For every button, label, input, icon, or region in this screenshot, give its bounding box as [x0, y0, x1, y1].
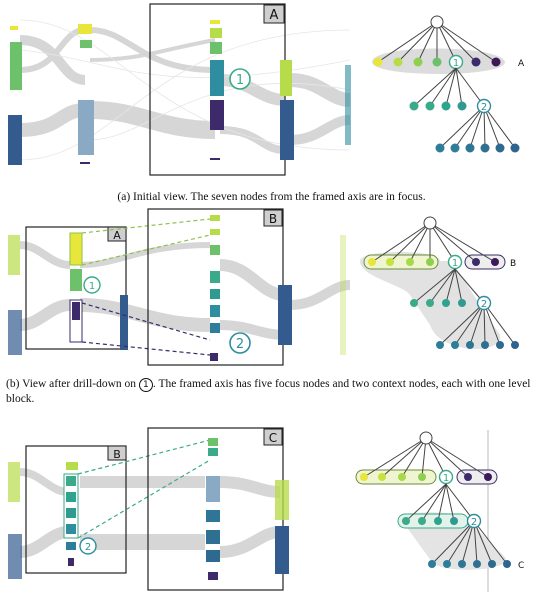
marker-one-b[interactable] [83, 276, 101, 294]
tree-c-label: C [518, 561, 524, 571]
svg-text:1: 1 [453, 58, 459, 69]
panel-a: A 1 [0, 0, 543, 190]
svg-text:2: 2 [481, 299, 487, 310]
caption-a: (a) Initial view. The seven nodes from t… [117, 191, 426, 203]
thin-flow-lines [19, 19, 351, 161]
panel-a-graphic: A 1 [8, 3, 525, 176]
svg-text:2: 2 [85, 542, 91, 553]
inline-marker-one: 1 [138, 378, 153, 392]
frame-c-label: C [269, 431, 277, 445]
axis-3 [210, 20, 224, 160]
svg-text:2: 2 [471, 517, 477, 528]
axis-2 [78, 24, 94, 164]
svg-text:B: B [113, 448, 121, 461]
marker-two-c[interactable] [79, 537, 97, 555]
tree-a: 1 2 A [372, 15, 525, 153]
frame-a-label: A [270, 8, 279, 23]
panel-c: B 2 C [0, 422, 543, 600]
svg-text:1: 1 [89, 281, 95, 292]
axis-c-3 [206, 438, 289, 580]
flow-ribbons-c [19, 468, 281, 558]
frame-b-label: B [269, 212, 277, 226]
tree-a-label: A [518, 59, 525, 69]
svg-text:1: 1 [452, 258, 458, 269]
frame-a-tag [263, 4, 285, 24]
axis-b-3 [210, 215, 292, 361]
axis-b-2 [69, 232, 128, 350]
svg-text:1: 1 [443, 473, 449, 484]
frame-inner-b[interactable] [25, 445, 127, 574]
marker-two-b[interactable] [229, 332, 251, 354]
svg-text:2: 2 [481, 102, 487, 113]
svg-text:A: A [113, 229, 121, 242]
axis-c-2 [63, 462, 79, 566]
axis-1 [8, 26, 22, 165]
marker-one-label: 1 [236, 73, 244, 88]
drill-connectors-c [77, 439, 211, 539]
marker-one[interactable] [229, 68, 251, 90]
axis-4 [280, 60, 294, 160]
panel-b: A 1 B 2 [0, 205, 543, 375]
axis-b-1 [8, 235, 22, 355]
axis-c-1 [8, 462, 22, 579]
svg-text:2: 2 [236, 337, 244, 352]
tree-b-label: B [510, 259, 516, 269]
tree-b: 1 2 B [360, 216, 519, 349]
flow-ribbons-b [19, 241, 351, 340]
drill-connectors-b [81, 218, 211, 356]
caption-b: (b) View after drill-down on 1. The fram… [6, 378, 531, 405]
panel-b-graphic: A 1 B 2 [8, 208, 519, 366]
tree-c: 1 2 C [355, 431, 524, 571]
frame-inner-a[interactable] [25, 226, 127, 350]
panel-c-graphic: B 2 C [8, 427, 524, 592]
flow-ribbons [19, 27, 351, 154]
